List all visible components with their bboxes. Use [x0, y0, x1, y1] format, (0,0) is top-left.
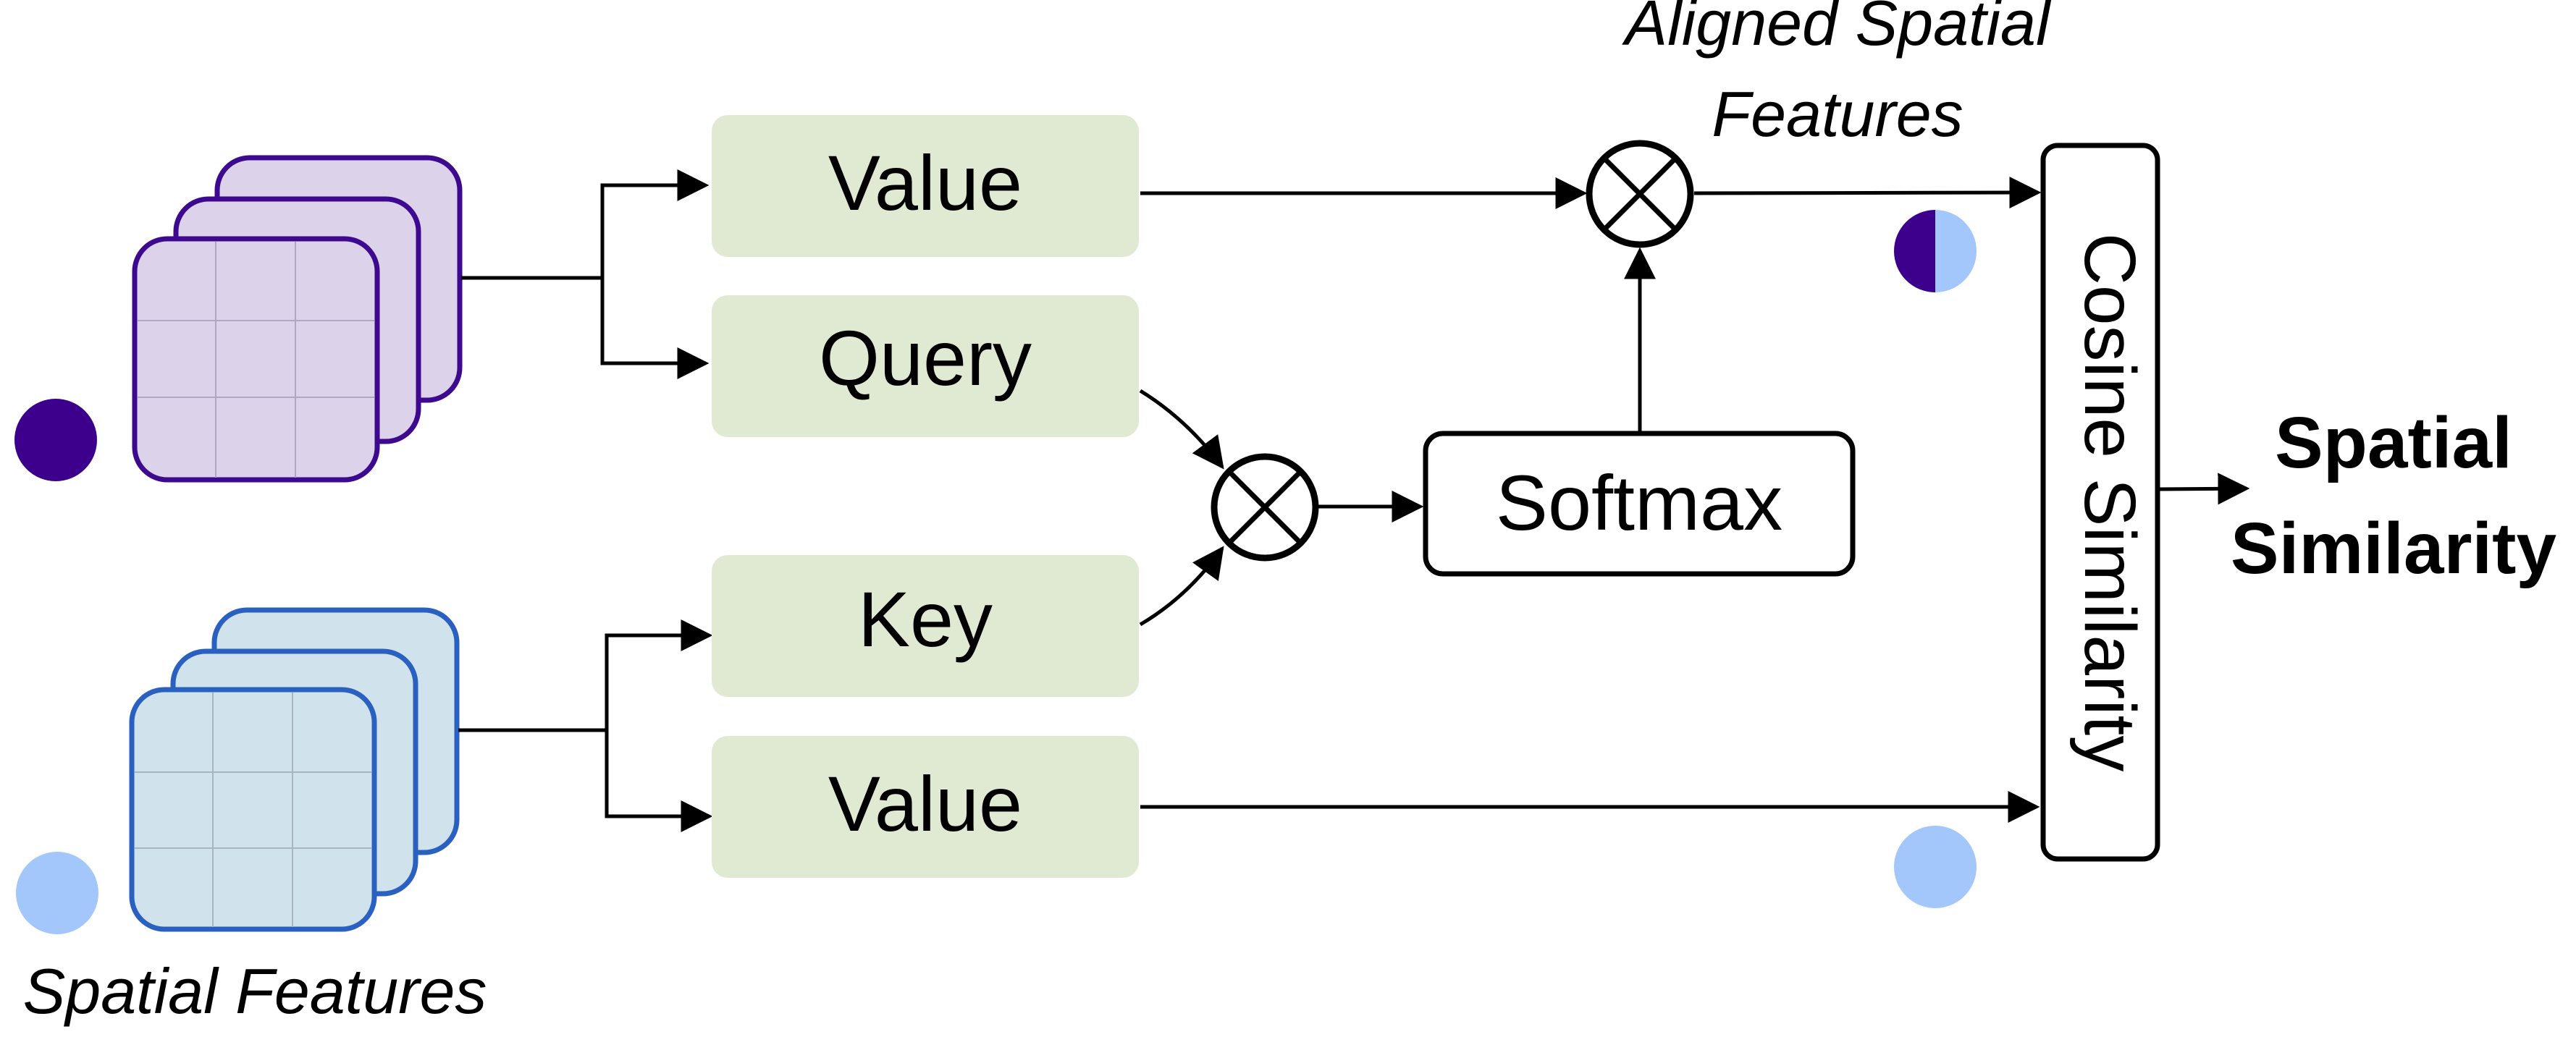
blue-output-dot: [1894, 826, 1977, 908]
blue-modality-dot: [16, 852, 98, 934]
purple-branch-connector: [461, 169, 710, 379]
aligned-features-label-line1: Aligned Spatial: [1621, 0, 2052, 59]
aligned-to-cosine-arrow: [1693, 177, 2042, 209]
aligned-modality-dot: [1894, 210, 1977, 292]
cosine-to-output-arrow: [2158, 473, 2250, 505]
blue-grid-lines: [135, 693, 371, 927]
purple-modality-dot: [14, 399, 97, 481]
value-top-label: Value: [828, 139, 1022, 227]
output-label-line1: Spatial: [2275, 402, 2512, 483]
aligned-features-label-line2: Features: [1712, 78, 1963, 150]
blue-branch-connector: [458, 619, 713, 832]
spatial-features-label: Spatial Features: [23, 955, 487, 1027]
purple-grid-lines: [138, 242, 374, 478]
output-label-line2: Similarity: [2231, 508, 2557, 589]
value-top-box: Value: [712, 115, 1139, 257]
query-to-multiply-arrow: [1139, 389, 1224, 470]
key-box: Key: [712, 555, 1139, 697]
softmax-label: Softmax: [1496, 459, 1782, 546]
purple-feature-map-front: [132, 236, 380, 483]
value-bottom-box: Value: [712, 736, 1139, 878]
softmax-box: Softmax: [1423, 431, 1856, 577]
multiply-operator-qk-icon: [1211, 453, 1319, 562]
multiply-operator-value-icon: [1586, 140, 1694, 248]
blue-feature-stack-icon: [129, 607, 460, 932]
key-to-multiply-arrow: [1139, 546, 1224, 627]
purple-feature-stack-icon: [132, 155, 463, 483]
key-label: Key: [858, 575, 993, 663]
query-box: Query: [712, 295, 1139, 437]
query-label: Query: [819, 314, 1032, 402]
cosine-similarity-label: Cosine Similarity: [2069, 233, 2150, 772]
value-bottom-label: Value: [828, 760, 1022, 847]
cosine-similarity-box: Cosine Similarity: [2040, 143, 2160, 862]
blue-feature-map-front: [129, 687, 377, 932]
